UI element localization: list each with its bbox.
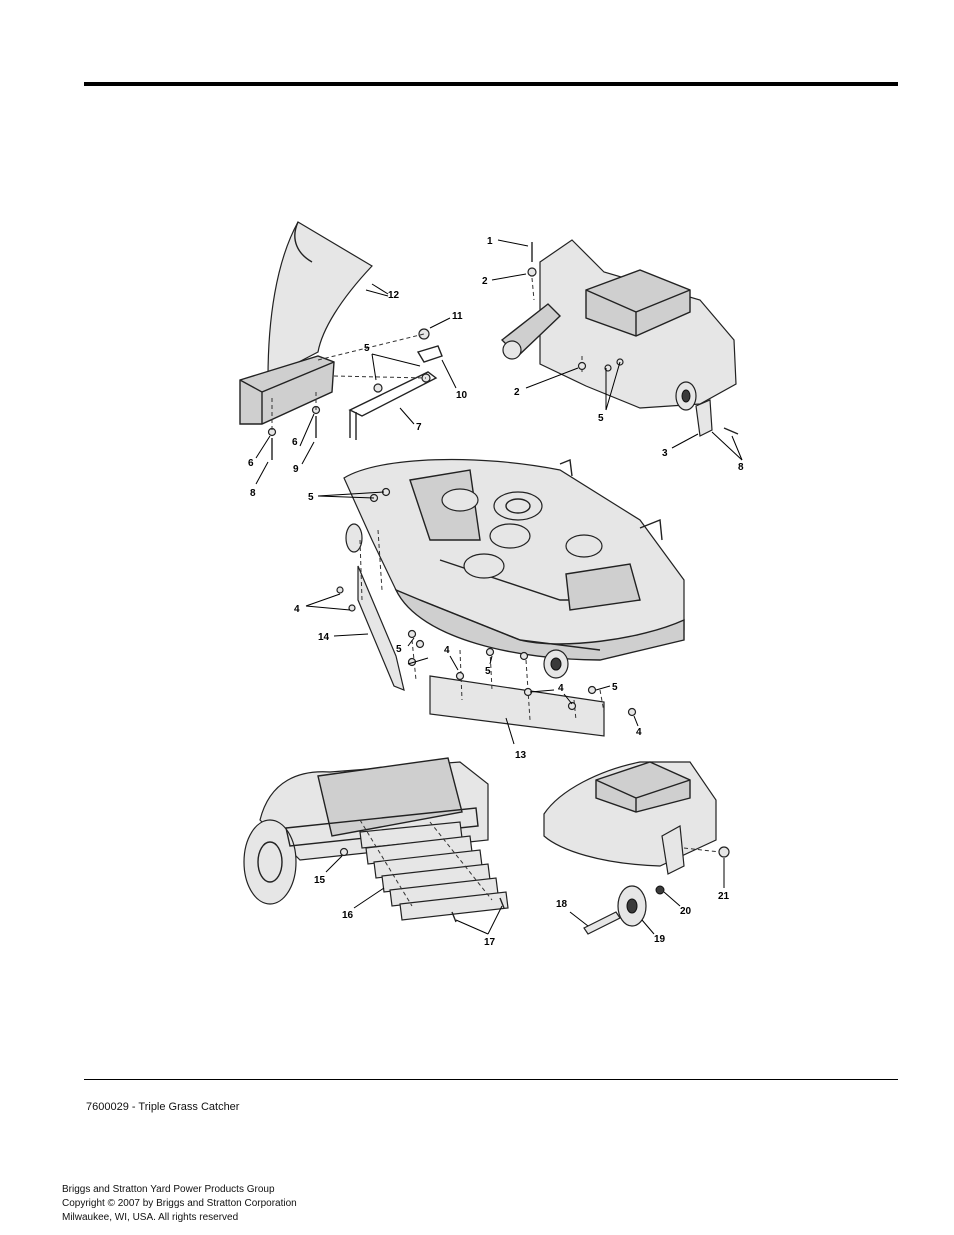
callout-5: 5: [364, 343, 370, 354]
callout-19: 19: [654, 934, 666, 945]
callout-5: 5: [612, 682, 618, 693]
footer-copyright: Copyright © 2007 by Briggs and Stratton …: [62, 1198, 297, 1209]
callout-1: 1: [487, 236, 493, 247]
deck-wheel-drawing: [543, 761, 730, 935]
discharge-chute-drawing: [239, 221, 373, 425]
callout-9: 9: [293, 464, 299, 475]
header-rule: [84, 82, 898, 86]
callout-5: 5: [598, 413, 604, 424]
callout-13: 13: [515, 750, 527, 761]
callout-12: 12: [388, 290, 400, 301]
callout-20: 20: [680, 906, 692, 917]
bracket-rod-drawing: [267, 328, 443, 460]
deck-upper-right-drawing: [500, 239, 739, 437]
callout-17: 17: [484, 937, 496, 948]
callout-21: 21: [718, 891, 730, 902]
footer-company: Briggs and Stratton Yard Power Products …: [62, 1184, 275, 1195]
callout-14: 14: [318, 632, 330, 643]
figure-caption: 7600029 - Triple Grass Catcher: [86, 1101, 240, 1113]
callout-6: 6: [292, 437, 298, 448]
leader-lines: [255, 239, 743, 935]
callout-3: 3: [662, 448, 668, 459]
callout-2: 2: [482, 276, 488, 287]
callout-6: 6: [248, 458, 254, 469]
callout-16: 16: [342, 910, 354, 921]
callout-15: 15: [314, 875, 326, 886]
callout-4: 4: [294, 604, 300, 615]
callout-11: 11: [452, 311, 463, 322]
callout-8: 8: [738, 462, 744, 473]
callout-4: 4: [558, 683, 564, 694]
callout-4: 4: [444, 645, 450, 656]
callout-5: 5: [396, 644, 402, 655]
callout-10: 10: [456, 390, 468, 401]
callout-2: 2: [514, 387, 520, 398]
callout-5: 5: [485, 666, 491, 677]
callout-5: 5: [308, 492, 314, 503]
callout-18: 18: [556, 899, 568, 910]
callouts: 1 2 2 3 4 4 4 4 5 5 5 5 5 5 6 6 7 8 8 9 …: [248, 236, 744, 948]
callout-8: 8: [250, 488, 256, 499]
callout-7: 7: [416, 422, 422, 433]
footer-address: Milwaukee, WI, USA. All rights reserved: [62, 1212, 239, 1223]
deck-assembly-drawing: [336, 458, 685, 737]
copyright-footer: Briggs and Stratton Yard Power Products …: [62, 1183, 297, 1225]
footer-rule: [84, 1079, 898, 1080]
callout-4: 4: [636, 727, 642, 738]
deck-baffles-drawing: [243, 757, 509, 923]
